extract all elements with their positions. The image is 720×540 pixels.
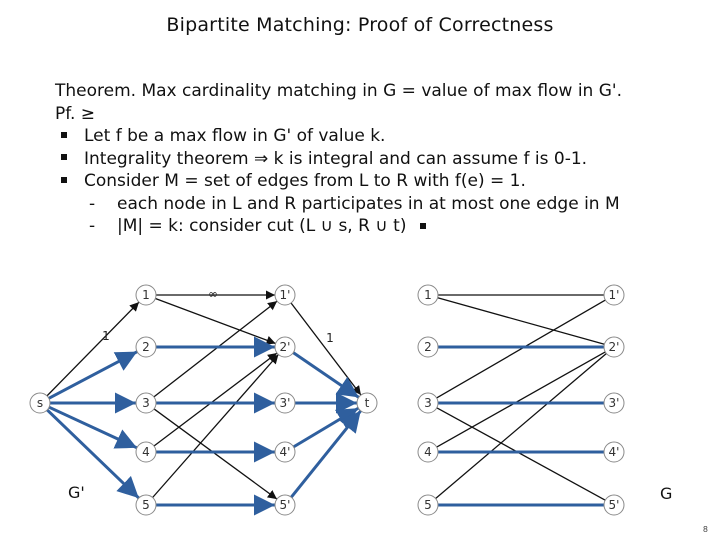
proof-text: Theorem. Max cardinality matching in G =… xyxy=(55,80,622,238)
svg-text:1': 1' xyxy=(609,288,620,302)
sink-edge-5 xyxy=(290,409,362,499)
svg-text:4: 4 xyxy=(142,445,150,459)
source-node: s xyxy=(29,392,51,414)
svg-text:1': 1' xyxy=(280,288,291,302)
flow-edge-3-5 xyxy=(153,408,278,500)
svg-text:3': 3' xyxy=(609,396,620,410)
sink-edge-2 xyxy=(292,351,360,399)
svg-text:2: 2 xyxy=(424,340,432,354)
graph-right-node-1: 1' xyxy=(603,284,625,306)
flow-edge-1-2 xyxy=(155,297,276,345)
svg-text:1: 1 xyxy=(142,288,150,302)
flow-right-node-4: 4' xyxy=(274,441,296,463)
svg-text:2: 2 xyxy=(142,340,150,354)
flow-edge-3-1 xyxy=(153,300,278,398)
sink-edge-1 xyxy=(290,302,362,396)
proof-start-line: Pf. ≥ xyxy=(55,103,96,124)
subitem-1: -each node in L and R participates in at… xyxy=(89,193,620,214)
infinity-capacity-label: ∞ xyxy=(208,287,218,301)
svg-text:4': 4' xyxy=(609,445,620,459)
flow-left-node-3: 3 xyxy=(135,392,157,414)
svg-text:5': 5' xyxy=(609,498,620,512)
source-edge-4 xyxy=(48,405,138,450)
flow-network-label: G' xyxy=(68,483,85,502)
graph-edge-3-5 xyxy=(436,407,606,501)
svg-text:3: 3 xyxy=(424,396,432,410)
svg-text:2': 2' xyxy=(609,340,620,354)
svg-text:t: t xyxy=(365,396,370,410)
svg-text:4: 4 xyxy=(424,445,432,459)
graph-right-node-2: 2' xyxy=(603,336,625,358)
source-edge-2 xyxy=(48,350,138,400)
graph-edge-1-2 xyxy=(437,297,605,345)
flow-left-node-2: 2 xyxy=(135,336,157,358)
bullet-marker xyxy=(61,176,67,183)
subitem-2: -|M| = k: consider cut (L ∪ s, R ∪ t) xyxy=(55,215,622,238)
flow-right-node-2: 2' xyxy=(274,336,296,358)
slide-title: Bipartite Matching: Proof of Correctness xyxy=(166,14,554,36)
svg-text:3: 3 xyxy=(142,396,150,410)
graph-edge-5-2 xyxy=(435,352,607,500)
svg-text:5: 5 xyxy=(142,498,150,512)
graph-left-node-2: 2 xyxy=(417,336,439,358)
svg-text:s: s xyxy=(37,396,43,410)
flow-right-node-1: 1' xyxy=(274,284,296,306)
graph-right-node-5: 5' xyxy=(603,494,625,516)
bullet-marker xyxy=(61,154,67,160)
flow-edge-5-2 xyxy=(152,354,279,498)
graph-left-node-3: 3 xyxy=(417,392,439,414)
graph-edge-4-2 xyxy=(436,351,606,448)
source-capacity-label: 1 xyxy=(102,329,110,343)
bullet-marker xyxy=(61,131,67,138)
bullet-1: Let f be a max flow in G' of value k. xyxy=(55,125,622,148)
sink-node: t xyxy=(356,392,378,414)
flow-right-node-3: 3' xyxy=(274,392,296,414)
bullet-3: Consider M = set of edges from L to R wi… xyxy=(55,170,622,193)
source-edge-1 xyxy=(46,301,140,397)
svg-text:2': 2' xyxy=(280,340,291,354)
svg-text:4': 4' xyxy=(280,445,291,459)
qed-marker xyxy=(420,223,427,229)
bullet-2: Integrality theorem ⇒ k is integral and … xyxy=(55,148,622,171)
svg-text:3': 3' xyxy=(280,396,291,410)
sink-capacity-label: 1 xyxy=(326,331,334,345)
graph-edge-3-1 xyxy=(436,299,606,399)
flow-left-node-1: 1 xyxy=(135,284,157,306)
graph-right-node-4: 4' xyxy=(603,441,625,463)
source-edge-5 xyxy=(46,408,140,500)
svg-text:1: 1 xyxy=(424,288,432,302)
flow-right-node-5: 5' xyxy=(274,494,296,516)
theorem-line: Theorem. Max cardinality matching in G =… xyxy=(55,81,622,101)
flow-edge-4-2 xyxy=(153,352,278,447)
svg-text:5': 5' xyxy=(280,498,291,512)
flow-left-node-5: 5 xyxy=(135,494,157,516)
bipartite-graph-label: G xyxy=(660,484,672,503)
svg-text:5: 5 xyxy=(424,498,432,512)
graph-left-node-4: 4 xyxy=(417,441,439,463)
graph-right-node-3: 3' xyxy=(603,392,625,414)
graph-left-node-5: 5 xyxy=(417,494,439,516)
graph-left-node-1: 1 xyxy=(417,284,439,306)
page-number: 8 xyxy=(702,525,708,534)
flow-left-node-4: 4 xyxy=(135,441,157,463)
